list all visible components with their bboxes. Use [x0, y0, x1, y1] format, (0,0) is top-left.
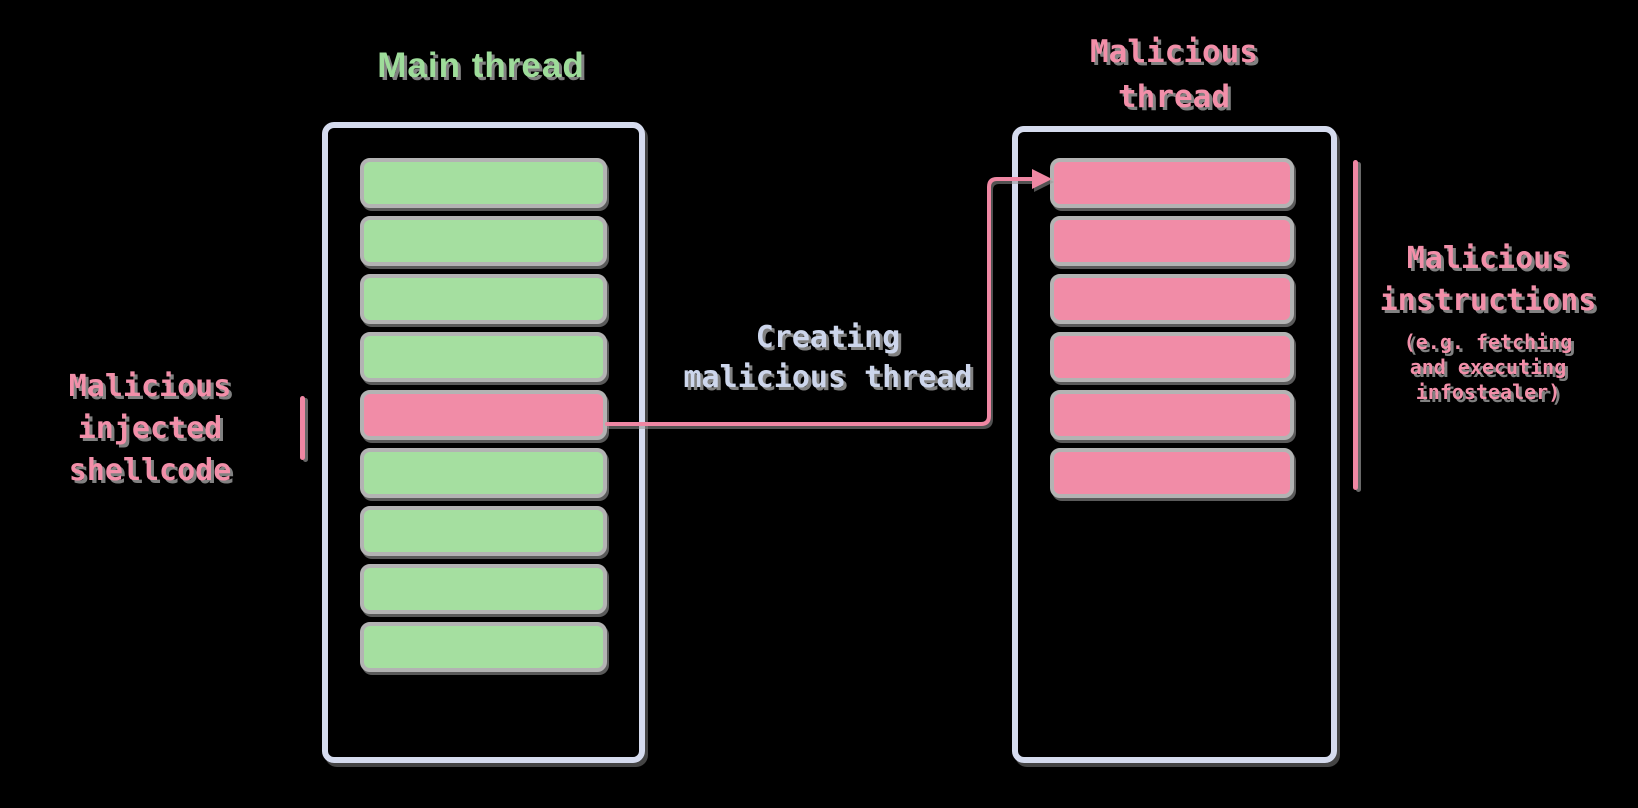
malicious-instructions-sub-line1: (e.g. fetching: [1403, 330, 1573, 354]
malicious-instructions-sub-line3: infostealer): [1415, 380, 1561, 404]
benign-code-block: [360, 506, 607, 556]
benign-code-block: [360, 564, 607, 614]
instructions-tick-line: [1353, 160, 1358, 490]
main-thread-box: [322, 122, 645, 763]
benign-code-block: [360, 332, 607, 382]
malicious-instructions-sub-line2: and executing: [1409, 355, 1567, 379]
benign-code-block: [360, 622, 607, 672]
malicious-code-block: [360, 390, 607, 440]
malicious-thread-blocks: [1050, 158, 1294, 506]
malicious-thread-title: Malicious thread: [1024, 30, 1324, 120]
malicious-thread-title-line1: Malicious: [1090, 34, 1258, 70]
injected-shellcode-label-line1: Malicious: [68, 369, 232, 404]
injected-shellcode-label: Malicious injected shellcode: [18, 366, 282, 492]
benign-code-block: [360, 158, 607, 208]
malicious-thread-title-line2: thread: [1118, 79, 1230, 115]
malicious-code-block: [1050, 216, 1294, 266]
creating-thread-label-line1: Creating: [755, 320, 901, 355]
benign-code-block: [360, 448, 607, 498]
malicious-code-block: [1050, 274, 1294, 324]
injected-shellcode-label-line2: injected: [77, 411, 223, 446]
benign-code-block: [360, 274, 607, 324]
malicious-thread-box: [1012, 126, 1337, 763]
shellcode-tick-line: [300, 396, 305, 460]
creating-thread-label-line2: malicious thread: [683, 360, 973, 395]
benign-code-block: [360, 216, 607, 266]
malicious-instructions-label: Malicious instructions (e.g. fetching an…: [1360, 238, 1616, 405]
malicious-code-block: [1050, 448, 1294, 498]
creating-thread-label: Creating malicious thread: [640, 318, 1016, 398]
malicious-code-block: [1050, 158, 1294, 208]
malicious-instructions-title-line2: instructions: [1379, 283, 1597, 318]
main-thread-blocks: [360, 158, 607, 680]
injected-shellcode-label-line3: shellcode: [68, 453, 232, 488]
main-thread-title: Main thread: [377, 46, 585, 85]
malicious-instructions-title-line1: Malicious: [1406, 241, 1570, 276]
malicious-code-block: [1050, 332, 1294, 382]
malicious-code-block: [1050, 390, 1294, 440]
